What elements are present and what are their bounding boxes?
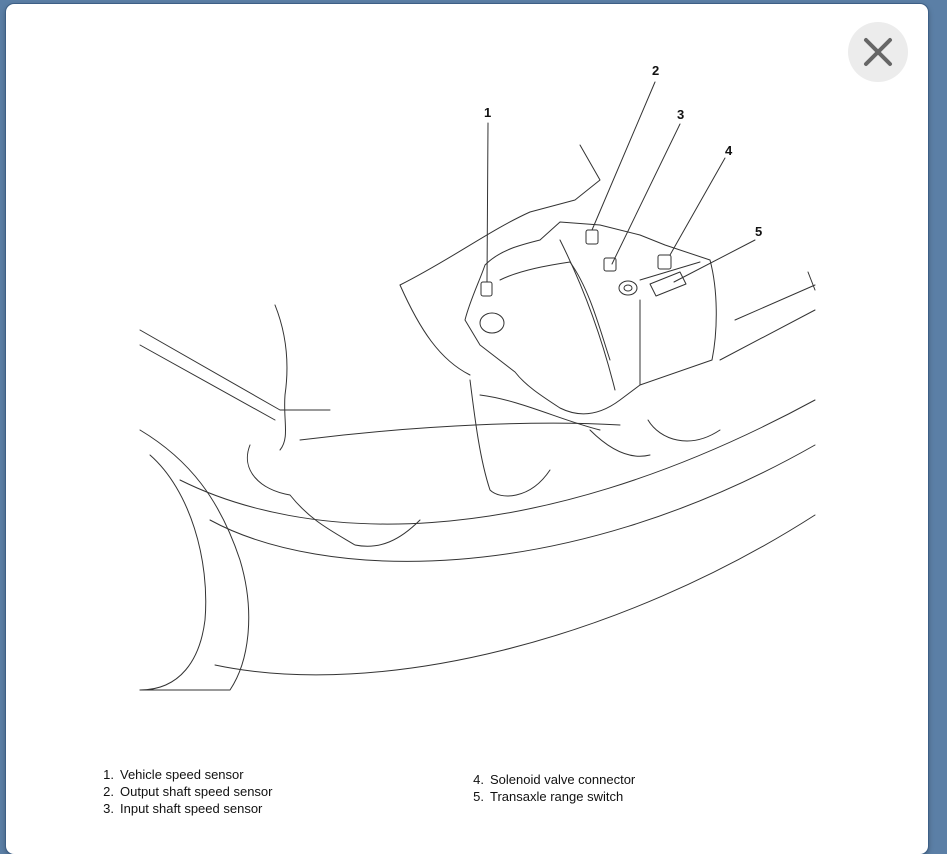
- callout-4: 4: [725, 143, 733, 158]
- vehicle-speed-sensor-shape: [480, 281, 493, 297]
- callout-2: 2: [652, 63, 660, 78]
- image-viewer-dialog: 1 2 3 4 5 1.Vehicle speed sensor 2.Outpu…: [6, 4, 928, 854]
- engine-outline: [246, 144, 651, 547]
- solenoid-connector-shape: [657, 254, 672, 270]
- legend-item: 4.Solenoid valve connector: [473, 772, 636, 787]
- callout-3: 3: [677, 107, 685, 122]
- vehicle-outline: [139, 271, 816, 691]
- leader-lines: [486, 81, 756, 283]
- transaxle-case: [464, 221, 717, 415]
- close-button[interactable]: [848, 22, 908, 82]
- callout-1: 1: [484, 105, 492, 120]
- input-shaft-sensor-shape: [603, 257, 617, 272]
- transaxle-diagram: [139, 81, 816, 691]
- legend-item: 1.Vehicle speed sensor: [103, 767, 244, 782]
- callout-5: 5: [755, 224, 763, 239]
- legend-item: 3.Input shaft speed sensor: [103, 801, 263, 816]
- range-switch-shape: [649, 271, 687, 297]
- legend-item: 5.Transaxle range switch: [473, 789, 624, 804]
- legend-left: 1.Vehicle speed sensor 2.Output shaft sp…: [94, 766, 272, 817]
- legend-right: 4.Solenoid valve connector 5.Transaxle r…: [464, 771, 635, 805]
- output-shaft-sensor-shape: [585, 229, 599, 245]
- close-icon: [864, 38, 892, 66]
- legend-item: 2.Output shaft speed sensor: [103, 784, 273, 799]
